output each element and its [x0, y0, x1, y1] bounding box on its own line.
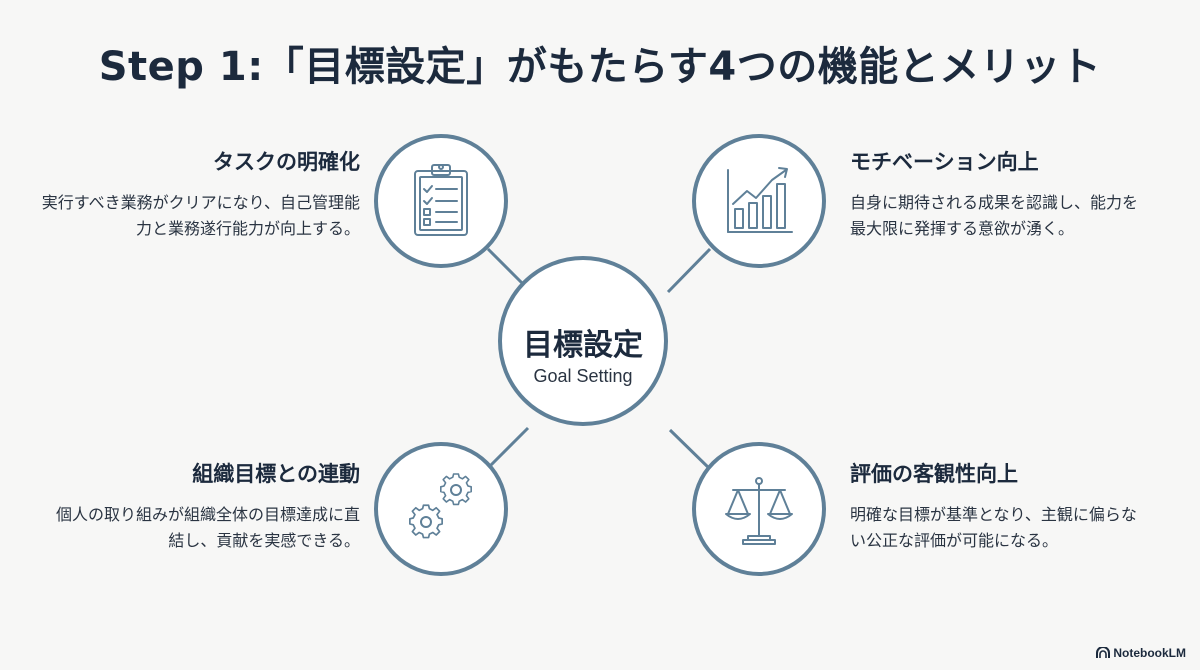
center-subtitle: Goal Setting	[533, 366, 633, 386]
balance-scale-icon	[725, 477, 793, 545]
feature-description: 明確な目標が基準となり、主観に偏らない公正な評価が可能になる。	[850, 505, 1137, 550]
notebooklm-logo-icon	[1096, 647, 1111, 658]
center-node: 目標設定 Goal Setting	[500, 258, 666, 424]
feature-heading: タスクの明確化	[213, 150, 360, 174]
feature-motivation: モチベーション向上 自身に期待される成果を認識し、能力を最大限に発揮する意欲が湧…	[850, 146, 1150, 242]
node-circle	[692, 134, 826, 268]
feature-description: 実行すべき業務がクリアになり、自己管理能力と業務遂行能力が向上する。	[41, 193, 360, 238]
center-title: 目標設定	[523, 328, 643, 363]
feature-evaluation-objectivity: 評価の客観性向上 明確な目標が基準となり、主観に偏らない公正な評価が可能になる。	[850, 458, 1170, 554]
feature-description: 個人の取り組みが組織全体の目標達成に直結し、貢献を実感できる。	[55, 505, 360, 550]
clipboard-checklist-icon	[414, 164, 468, 236]
brand-watermark: NotebookLM	[1096, 646, 1186, 660]
feature-heading: 組織目標との連動	[192, 462, 360, 486]
feature-heading: 評価の客観性向上	[850, 462, 1018, 486]
connector-line	[668, 428, 715, 474]
node-circle	[374, 442, 508, 576]
brand-label: NotebookLM	[1113, 646, 1186, 660]
bar-chart-growth-icon	[727, 167, 793, 233]
feature-task-clarity: タスクの明確化 実行すべき業務がクリアになり、自己管理能力と業務遂行能力が向上す…	[30, 146, 360, 242]
page-title: Step 1:「目標設定」がもたらす4つの機能とメリット	[98, 44, 1102, 90]
feature-heading: モチベーション向上	[850, 150, 1039, 174]
center-circle	[498, 256, 668, 426]
feature-org-alignment: 組織目標との連動 個人の取り組みが組織全体の目標達成に直結し、貢献を実感できる。	[30, 458, 360, 554]
gears-icon	[408, 473, 473, 539]
connector-line	[482, 426, 530, 474]
feature-description: 自身に期待される成果を認識し、能力を最大限に発揮する意欲が湧く。	[850, 193, 1139, 238]
connector-line	[666, 247, 712, 294]
